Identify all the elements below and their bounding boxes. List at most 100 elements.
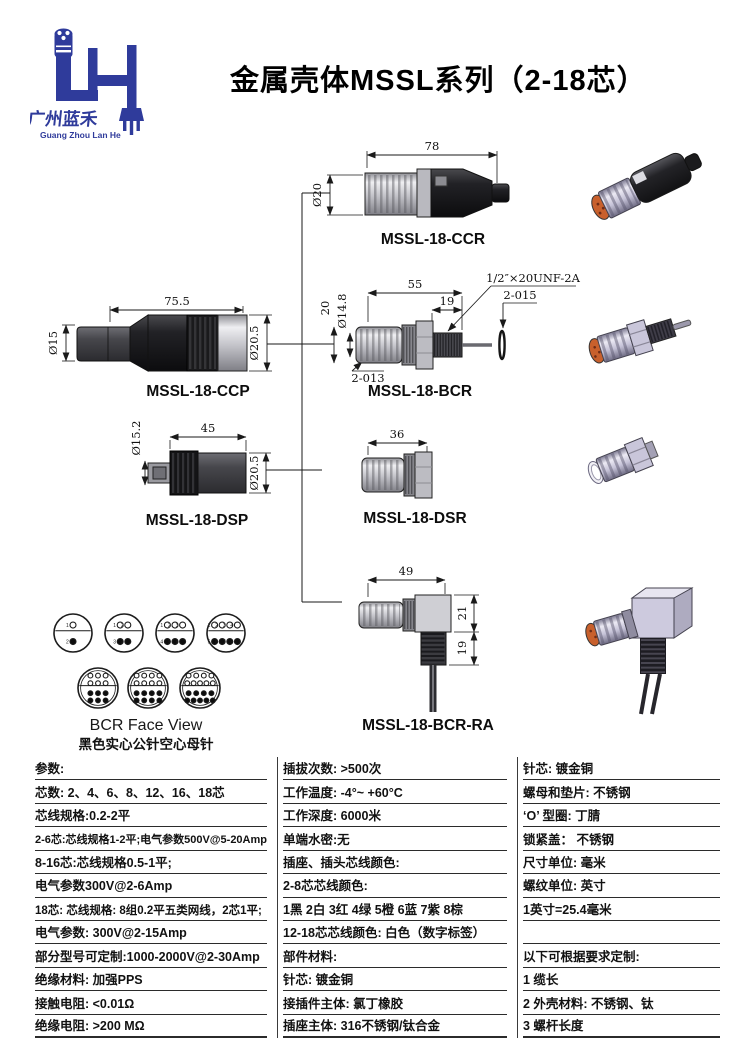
dim-ccp-front-diameter: Ø15 (46, 331, 60, 355)
svg-text:1: 1 (160, 623, 163, 629)
svg-text:4: 4 (121, 639, 124, 645)
spec-cell-text: 插座主体: 316不锈钢/钛合金 (283, 1019, 507, 1039)
spec-cell-text: 芯线规格:0.2-2平 (35, 810, 267, 828)
svg-text:7: 7 (223, 639, 226, 645)
spec-cell-text: 1黑 2白 3红 4绿 5橙 6蓝 7紫 8棕 (283, 903, 507, 921)
spec-cell-text: 锁紧盖： 不锈钢 (523, 833, 720, 851)
spec-row: 插座主体: 316不锈钢/钛合金 (278, 1015, 517, 1039)
spec-cell-text: 3 螺杆长度 (523, 1019, 720, 1039)
model-label-bcr: MSSL-18-BCR (368, 383, 472, 400)
face-view-12pin (77, 667, 119, 709)
drawing-connection-lines (266, 192, 342, 603)
spec-row: 部分型号可定制:1000-2000V@2-30Amp (30, 944, 277, 968)
spec-cell-text: 工作温度: -4°~ +60°C (283, 786, 507, 804)
spec-row: 3 螺杆长度 (518, 1015, 730, 1039)
dim-bcr-height: 20 (318, 301, 332, 316)
spec-cell-text: 接触电阻: <0.01Ω (35, 997, 267, 1015)
svg-text:4: 4 (230, 623, 233, 629)
dim-bcr-ra-body-height: 21 (455, 606, 469, 621)
spec-cell-text: 18芯: 芯线规格: 8组0.2平五类网线，2芯1平; (35, 905, 267, 921)
spec-row: 1 缆长 (518, 968, 730, 992)
drawing-mssl-18-ccp: 75.5 Ø15 Ø20.5 MSSL-18-CCP (46, 294, 272, 400)
company-logo: 广州蓝禾 Guang Zhou Lan He (30, 28, 144, 140)
spec-cell-text: 尺寸单位: 毫米 (523, 856, 720, 875)
spec-row: 2-6芯:芯线规格1-2平;电气参数500V@5-20Amp (30, 827, 277, 851)
spec-cell-text: 针芯: 镀金铜 (283, 973, 507, 992)
spec-cell-text: 部件材料: (283, 950, 507, 968)
spec-cell-text: 螺母和垫片: 不锈钢 (523, 786, 720, 804)
svg-text:8: 8 (230, 639, 233, 645)
spec-row: 参数: (30, 757, 277, 781)
spec-row: 电气参数: 300V@2-15Amp (30, 921, 277, 945)
dim-bcr-diameter: Ø14.8 (335, 293, 349, 328)
model-label-dsr: MSSL-18-DSR (363, 510, 466, 527)
spec-cell-text: 12-18芯芯线颜色: 白色（数字标签） (283, 927, 507, 945)
spec-cell-text: 1英寸=25.4毫米 (523, 903, 720, 921)
spec-row: 8-16芯:芯线规格0.5-1平; (30, 851, 277, 875)
svg-text:5: 5 (168, 639, 171, 645)
svg-text:2: 2 (215, 623, 218, 629)
spec-row: 1英寸=25.4毫米 (518, 898, 730, 921)
spec-row: 尺寸单位: 毫米 (518, 851, 730, 875)
spec-row: 2-8芯芯线颜色: (278, 874, 517, 898)
spec-cell-text: 插拔次数: >500次 (283, 763, 507, 781)
svg-text:4: 4 (160, 639, 163, 645)
front-ref-label: 2-013 (351, 371, 384, 385)
spec-row: 绝缘材料: 加强PPS (30, 968, 277, 992)
dim-ccp-length: 75.5 (164, 294, 190, 308)
svg-text:5: 5 (208, 639, 211, 645)
spec-column-3: 针芯: 镀金铜螺母和垫片: 不锈钢‘O’ 型圈: 丁腈锁紧盖： 不锈钢尺寸单位:… (517, 757, 730, 1039)
spec-row: 螺母和垫片: 不锈钢 (518, 780, 730, 804)
spec-row: 插座、插头芯线颜色: (278, 851, 517, 875)
spec-cell-text: 8-16芯:芯线规格0.5-1平; (35, 856, 267, 875)
dim-ccp-rear-diameter: Ø20.5 (247, 325, 261, 360)
spec-cell-text: 2 外壳材料: 不锈钢、钛 (523, 997, 720, 1015)
dim-bcr-length: 55 (408, 277, 423, 291)
svg-text:3: 3 (223, 623, 226, 629)
model-label-ccp: MSSL-18-CCP (146, 383, 249, 400)
spec-row: 芯数: 2、4、6、8、12、16、18芯 (30, 780, 277, 804)
drawing-mssl-18-bcr: 55 19 20 Ø14.8 1/2″×20UNF-2A 2-015 2-013 (318, 271, 581, 400)
spec-cell-text: 螺纹单位: 英寸 (523, 880, 720, 898)
spec-row: 芯线规格:0.2-2平 (30, 804, 277, 828)
spec-row: 1黑 2白 3红 4绿 5橙 6蓝 7紫 8棕 (278, 898, 517, 921)
spec-row: 绝缘电阻: >200 MΩ (30, 1015, 277, 1039)
spec-row: 插拔次数: >500次 (278, 757, 517, 781)
spec-row: 18芯: 芯线规格: 8组0.2平五类网线，2芯1平; (30, 898, 277, 921)
model-label-ccr: MSSL-18-CCR (381, 231, 485, 248)
drawing-mssl-18-dsp: 45 Ø15.2 Ø20.5 MSSL-18-DSP (129, 420, 271, 529)
photo-mssl-18-bcr (588, 318, 692, 364)
spec-row: 12-18芯芯线颜色: 白色（数字标签） (278, 921, 517, 945)
spec-cell-text: 绝缘材料: 加强PPS (35, 973, 267, 992)
photo-mssl-18-ccr (591, 152, 702, 220)
spec-row: 部件材料: (278, 944, 517, 968)
spec-cell-text: 芯数: 2、4、6、8、12、16、18芯 (35, 786, 267, 804)
spec-row: 接触电阻: <0.01Ω (30, 991, 277, 1015)
photo-mssl-18-bcr-ra (585, 587, 694, 715)
spec-cell-text: 1 缆长 (523, 973, 720, 992)
dim-dsp-front-diameter: Ø15.2 (129, 420, 143, 455)
dim-bcr-ra-length: 49 (399, 564, 414, 578)
spec-cell-text (523, 940, 720, 945)
svg-text:1: 1 (208, 623, 211, 629)
spec-row: 单端水密:无 (278, 827, 517, 851)
spec-row: ‘O’ 型圈: 丁腈 (518, 804, 730, 828)
spec-cell-text: 以下可根据要求定制: (523, 950, 720, 968)
svg-text:2: 2 (66, 639, 69, 645)
svg-text:6: 6 (215, 639, 218, 645)
spec-row: 2 外壳材料: 不锈钢、钛 (518, 991, 730, 1015)
face-view-subtitle: 黑色实心公针空心母针 (79, 736, 214, 752)
page-title: 金属壳体MSSL系列（2-18芯） (230, 65, 647, 97)
face-view-2pin: 12 (53, 613, 93, 653)
spec-cell-text: 接插件主体: 氯丁橡胶 (283, 997, 507, 1015)
svg-text:1: 1 (113, 623, 116, 629)
spec-row: 针芯: 镀金铜 (518, 757, 730, 781)
brand-name-cn: 广州蓝禾 (30, 109, 99, 129)
drawing-mssl-18-ccr: 78 Ø20 MSSL-18-CCR (310, 139, 510, 248)
spec-row: 针芯: 镀金铜 (278, 968, 517, 992)
model-label-bcr-ra: MSSL-18-BCR-RA (362, 717, 494, 734)
